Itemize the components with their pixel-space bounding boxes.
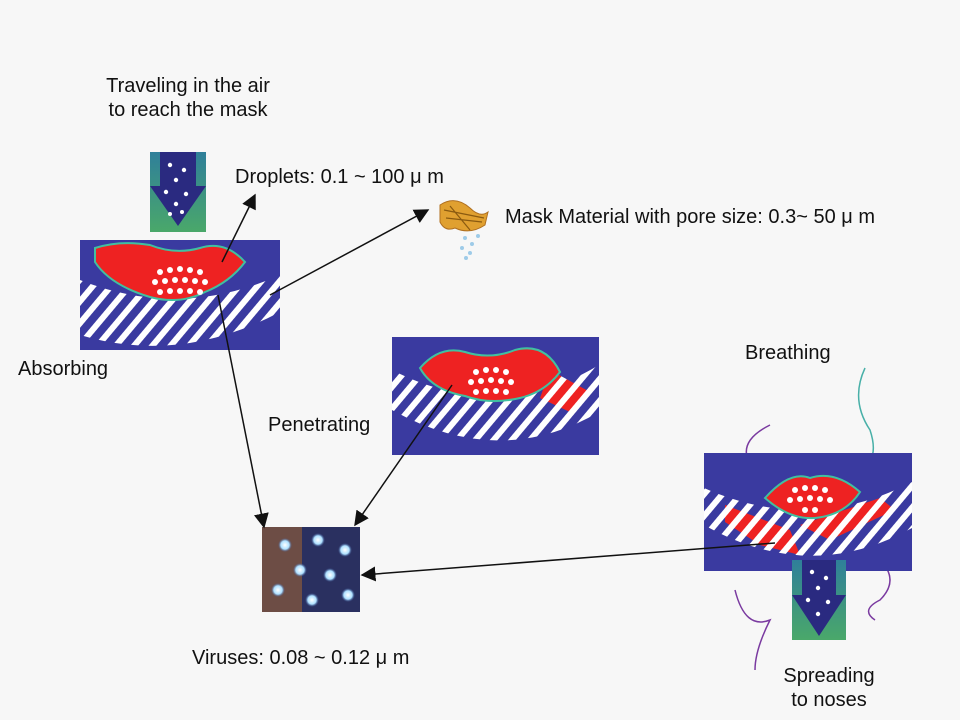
penetrating-label: Penetrating xyxy=(268,414,371,436)
viruses-label: Viruses: 0.08 ~ 0.12 μ m xyxy=(192,647,410,669)
mask-fiber-icon xyxy=(439,200,489,260)
spreading-label-line2: to noses xyxy=(791,689,867,711)
mask-material-label: Mask Material with pore size: 0.3~ 50 μ … xyxy=(505,206,875,228)
virus-tile xyxy=(262,527,360,612)
connector-arrows xyxy=(217,193,776,582)
spreading-label: Spreading to noses xyxy=(770,664,888,712)
spreading-panel xyxy=(704,453,912,571)
down-arrow-tile-bottom xyxy=(792,560,846,640)
traveling-label-line2: to reach the mask xyxy=(108,99,268,121)
breathing-label: Breathing xyxy=(745,342,831,364)
arrow-to-droplets xyxy=(221,193,256,263)
traveling-label: Traveling in the air to reach the mask xyxy=(90,74,286,122)
arrow-penetrating-to-viruses xyxy=(354,384,453,527)
down-arrow-tile-top xyxy=(150,152,206,232)
spreading-label-line1: Spreading xyxy=(783,665,875,687)
arrow-absorbing-to-viruses xyxy=(217,294,269,529)
arrow-to-mask-material xyxy=(269,209,430,296)
absorbing-label: Absorbing xyxy=(18,358,109,380)
traveling-label-line1: Traveling in the air xyxy=(106,75,270,97)
absorbing-panel xyxy=(80,240,280,350)
droplets-label: Droplets: 0.1 ~ 100 μ m xyxy=(235,166,444,188)
arrow-spreading-to-viruses xyxy=(360,542,776,582)
penetrating-panel xyxy=(392,337,599,455)
